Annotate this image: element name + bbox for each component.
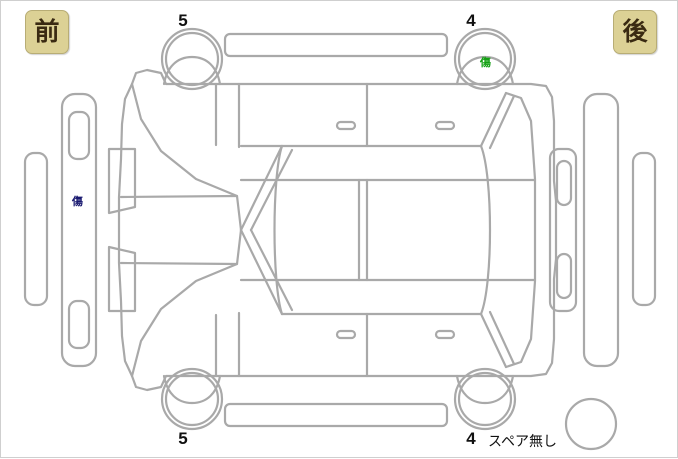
wheel-front-left-inner [164, 31, 220, 87]
damage-mark-front-bumper: 傷 [72, 195, 83, 208]
wheel-rear-right-inner [457, 371, 513, 427]
rear-lamp-lower [555, 252, 573, 300]
rear-glass-line-lower-2 [488, 310, 516, 366]
front-outer-bar [23, 151, 49, 307]
hood-line-upper [130, 82, 243, 232]
rear-glass-line-upper [479, 91, 508, 148]
door-handle-upper-rear [434, 120, 456, 131]
front-bumper-bar [60, 92, 98, 368]
rear-badge: 後 [613, 10, 657, 54]
wheel-front-right [160, 367, 224, 431]
arch-front-right [162, 374, 222, 405]
roof-edge-front [273, 144, 284, 316]
windshield-line-lower [239, 228, 284, 316]
tire-rating-rear-right: 4 [466, 429, 476, 448]
arch-rear-left [455, 55, 515, 86]
side-skirt-upper [223, 32, 449, 58]
front-lamp-upper [67, 110, 91, 161]
door-handle-lower-rear [434, 329, 456, 340]
front-panel-lower [107, 245, 137, 313]
wheel-rear-left-inner [457, 31, 513, 87]
hood-line-lower [130, 228, 243, 378]
rear-lamp-housing [548, 147, 578, 313]
wheel-front-left [160, 27, 224, 91]
arch-front-left [162, 55, 222, 86]
wheel-rear-right [453, 367, 517, 431]
wheel-front-right-inner [164, 371, 220, 427]
tire-rating-front-right: 5 [178, 429, 188, 448]
rear-deck-outline [504, 91, 537, 369]
front-seam-upper [119, 194, 239, 199]
windshield-line-upper-2 [249, 148, 294, 232]
roof-edge-rear [479, 144, 492, 316]
windshield-line-upper [239, 144, 284, 232]
door-handle-upper-front [335, 120, 357, 131]
rear-lamp-upper [555, 159, 573, 207]
front-badge: 前 [25, 10, 69, 54]
front-panel-upper [107, 147, 137, 215]
arch-rear-right [455, 374, 515, 405]
front-lamp-lower [67, 299, 91, 350]
rear-bumper-bar [582, 92, 620, 368]
spare-tire-circle [564, 397, 618, 451]
body-outline [117, 68, 558, 392]
damage-mark-rear-left-wheel: 傷 [480, 56, 491, 69]
windshield-line-lower-2 [249, 228, 294, 312]
wheel-rear-left [453, 27, 517, 91]
rear-outer-bar [631, 151, 657, 307]
rear-glass-line-upper-2 [488, 94, 516, 150]
front-seam-lower [119, 261, 239, 266]
door-handle-lower-front [335, 329, 357, 340]
spare-tire-label: スペア無し [488, 434, 558, 450]
tire-rating-front-left: 5 [178, 11, 188, 30]
side-skirt-lower [223, 402, 449, 428]
rear-glass-line-lower [479, 312, 508, 369]
tire-rating-rear-left: 4 [466, 11, 476, 30]
